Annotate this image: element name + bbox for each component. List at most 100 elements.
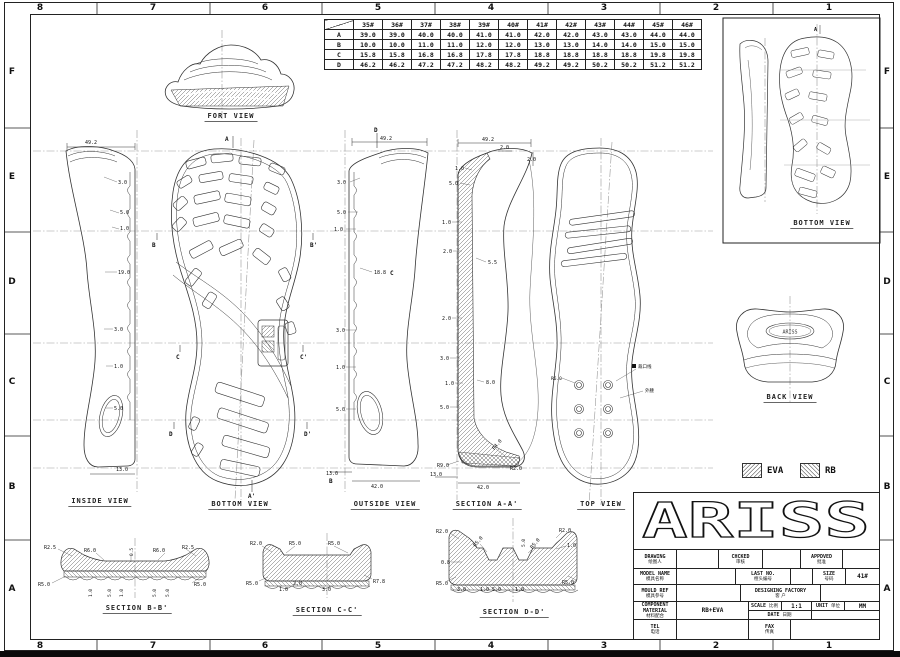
- dim-label: R5.0: [246, 581, 258, 587]
- field-checked-value: [763, 550, 801, 568]
- grid-ref-bottom: 8: [36, 641, 44, 651]
- size-table-cell: 19.8: [672, 49, 702, 60]
- dim-label: 2.0: [443, 249, 452, 255]
- dim-label: R6.0: [153, 548, 165, 554]
- size-table-cell: 40.0: [411, 29, 441, 40]
- dim-label: 5.0: [152, 589, 158, 597]
- size-table-cell: 16.8: [440, 49, 470, 60]
- grid-ref-left: F: [8, 67, 16, 77]
- size-table-col-header: 42#: [556, 19, 586, 30]
- size-table-cell: 12.0: [469, 39, 499, 50]
- field-model-name-value: [677, 569, 736, 584]
- section-marker: A: [814, 27, 817, 33]
- grid-ref-right: E: [883, 172, 891, 182]
- inside-view-drawing: [65, 143, 136, 475]
- dim-label: 3.0: [118, 180, 127, 186]
- size-table-col-header: 39#: [469, 19, 499, 30]
- size-table-col-header: 41#: [527, 19, 557, 30]
- size-table-col-header: 35#: [353, 19, 383, 30]
- field-size-value: 41#: [857, 573, 868, 580]
- dim-label: 1.0: [279, 587, 288, 593]
- dim-label: 1.0: [120, 226, 129, 232]
- dim-label: 5.0: [449, 181, 458, 187]
- dim-label: 42.0: [371, 484, 383, 490]
- size-table-cell: 13.0: [556, 39, 586, 50]
- dim-label: 0.5: [129, 548, 135, 556]
- dim-label: R2.0: [436, 529, 448, 535]
- size-table-row-label: C: [324, 49, 354, 60]
- sheet-inner-border: [30, 14, 880, 640]
- dim-label: 1.0: [88, 589, 94, 597]
- size-table-cell: 11.0: [411, 39, 441, 50]
- size-table-cell: 11.0: [440, 39, 470, 50]
- section-marker: C': [300, 354, 307, 361]
- section-dd-label: SECTION D-D': [479, 608, 549, 618]
- size-table-col-header: 44#: [614, 19, 644, 30]
- field-unit: UNIT 单位: [812, 602, 845, 610]
- size-table-cell: 40.0: [440, 29, 470, 40]
- bottom-view-label: BOTTOM VIEW: [208, 500, 272, 510]
- dim-label: R2.5: [44, 545, 56, 551]
- field-mould-ref-value: [677, 585, 741, 601]
- ariss-logo: ARISS: [641, 493, 870, 548]
- size-table-cell: 13.0: [527, 39, 557, 50]
- size-table-cell: 16.8: [411, 49, 441, 60]
- dim-label: 3.0: [322, 587, 331, 593]
- grid-ref-left: A: [8, 584, 16, 594]
- fort-view-label: FORT VIEW: [204, 112, 258, 122]
- dim-label: 2.0: [442, 316, 451, 322]
- size-table-cell: 48.2: [469, 59, 499, 70]
- bottom-view-main-drawing: [156, 136, 314, 492]
- size-table-col-header: 45#: [643, 19, 673, 30]
- size-table-row-label: A: [324, 29, 354, 40]
- back-view-label: BACK VIEW: [763, 393, 817, 403]
- section-cc-label: SECTION C-C': [292, 606, 362, 616]
- grid-ref-bottom: 6: [261, 641, 269, 651]
- size-table-corner: [324, 19, 354, 30]
- dim-label: 13.0: [116, 467, 128, 473]
- field-drawing-value: [677, 550, 719, 568]
- size-table-cell: 49.2: [556, 59, 586, 70]
- field-date-value: [812, 611, 879, 619]
- size-table-cell: 18.8: [527, 49, 557, 60]
- size-table-cell: 39.0: [353, 29, 383, 40]
- fort-view-drawing: [164, 44, 295, 110]
- size-table-cell: 42.0: [556, 29, 586, 40]
- dim-label: R2.0: [250, 541, 262, 547]
- size-table-cell: 14.0: [614, 39, 644, 50]
- section-marker: D': [304, 431, 311, 438]
- dim-label: 1.0: [336, 365, 345, 371]
- dim-label: 2.0: [500, 145, 509, 151]
- eva-legend-label: EVA: [767, 466, 784, 476]
- size-table-col-header: 38#: [440, 19, 470, 30]
- datum-lines: [33, 24, 818, 602]
- size-table-cell: 47.2: [440, 59, 470, 70]
- dim-label: R2.5: [182, 545, 194, 551]
- top-view-drawing: [549, 147, 644, 485]
- dim-label: 3.0: [337, 180, 346, 186]
- size-table-cell: 15.0: [643, 39, 673, 50]
- size-table-cell: 39.0: [382, 29, 412, 40]
- section-marker: C: [390, 270, 394, 277]
- grid-ref-bottom: 4: [487, 641, 495, 651]
- margin-ticks: [4, 2, 894, 651]
- dim-label: R5.0: [194, 582, 206, 588]
- grid-ref-right: C: [883, 377, 891, 387]
- grid-ref-left: C: [8, 377, 16, 387]
- grid-ref-bottom: 7: [149, 641, 157, 651]
- size-table-cell: 46.2: [382, 59, 412, 70]
- dim-label: 1.0: [567, 543, 576, 549]
- grid-ref-top: 2: [712, 3, 720, 13]
- bottom-black-strip: [0, 651, 900, 657]
- dim-label: R4.0: [491, 438, 503, 451]
- dim-label: 49.2: [85, 140, 97, 146]
- grid-ref-top: 3: [600, 3, 608, 13]
- size-table-row-label: D: [324, 59, 354, 70]
